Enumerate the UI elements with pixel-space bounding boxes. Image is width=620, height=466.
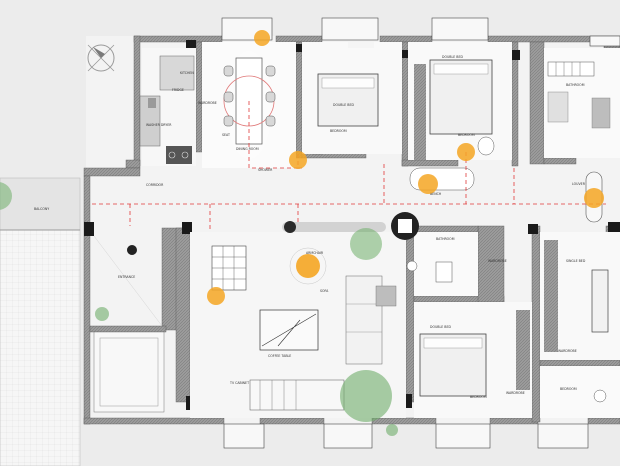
light-icon	[254, 30, 270, 46]
wardrobe-4-label: WARDROBE	[558, 349, 577, 353]
ceiling-fan-icon	[284, 221, 296, 233]
plant-icon	[340, 370, 392, 422]
bathroom-2-label: BATHROOM	[436, 237, 455, 241]
wardrobe-2	[414, 64, 426, 160]
sink	[435, 261, 453, 283]
wardrobe-1-label: WARDROBE	[198, 101, 217, 105]
toilet	[477, 136, 495, 156]
person-icon	[127, 245, 137, 255]
dining-room-label: DINING ROOM	[236, 147, 259, 151]
shelf	[547, 61, 595, 77]
armchair	[375, 285, 397, 307]
bedroom-3: DOUBLE BED BEDROOM WARDROBE	[414, 302, 532, 418]
single-bed	[591, 269, 609, 333]
light-icon	[418, 174, 438, 194]
cooktop	[166, 146, 192, 164]
plant-icon	[386, 424, 398, 436]
compass-icon	[87, 44, 115, 72]
wardrobe-2-label: WARDROBE	[488, 259, 507, 263]
sofa-label: SOFA	[320, 289, 329, 293]
balcony-area: BALCONY	[0, 177, 81, 466]
bedroom-label: BEDROOM	[330, 129, 347, 133]
bedroom-2-label: BEDROOM	[458, 133, 475, 137]
wardrobe-4	[544, 240, 558, 352]
double-bed-label: DOUBLE BED	[333, 103, 354, 107]
bedroom-4-label: BEDROOM	[560, 387, 577, 391]
entrance: ENTRANCE	[93, 235, 165, 413]
armchair-label: ARMCHAIR	[306, 251, 324, 255]
plants	[340, 228, 398, 436]
bathroom-label: BATHROOM	[566, 83, 585, 87]
light-icon	[457, 143, 475, 161]
windows	[221, 17, 620, 449]
plant-icon	[350, 228, 382, 260]
fridge	[159, 55, 195, 91]
light-icon	[207, 287, 225, 305]
bathroom-center: BATHROOM	[391, 212, 478, 296]
fridge-label: FRIDGE	[172, 88, 184, 92]
walls	[83, 35, 620, 425]
balcony-label: BALCONY	[34, 207, 49, 211]
washer-dryer-label: WASHER DRYER	[146, 123, 172, 127]
wardrobe-3	[516, 310, 530, 390]
plant-icon	[0, 182, 12, 210]
bedroom-1: DOUBLE BED BEDROOM	[302, 42, 402, 154]
light-icon	[296, 254, 320, 278]
light-fixtures	[207, 30, 604, 305]
seat-label: SEAT	[222, 133, 230, 137]
sink	[148, 98, 156, 108]
kitchen-label: KITCHEN	[180, 71, 194, 75]
light-icon	[584, 188, 604, 208]
coffee-table-label: COFFEE TABLE	[268, 354, 291, 358]
kitchen: FRIDGE WASHER DRYER KITCHEN	[139, 48, 196, 166]
wardrobe-3-label: WARDROBE	[506, 391, 525, 395]
bedroom-2: DOUBLE BED BEDROOM	[408, 42, 512, 160]
bedroom-4: WARDROBE SINGLE BED BEDROOM	[540, 232, 620, 418]
plant-icon	[95, 307, 109, 321]
double-bed-3-label: DOUBLE BED	[430, 325, 451, 329]
sink-cabinet	[591, 97, 611, 129]
bench-label: BENCH	[430, 192, 442, 196]
counter	[139, 95, 161, 147]
tv-cabinet	[249, 379, 345, 411]
dining-chairs	[223, 65, 276, 127]
corridor-label: CORRIDOR	[146, 183, 164, 187]
louver-label: LOUVER	[572, 182, 586, 186]
tv-cabinet-label: TV CABINET	[229, 381, 249, 385]
bedroom-3-label: BEDROOM	[470, 395, 487, 399]
entrance-label: ENTRANCE	[118, 275, 135, 279]
shower-label: SHOWER	[258, 168, 273, 172]
single-bed-label: SINGLE BED	[566, 259, 586, 263]
double-bed-2-label: DOUBLE BED	[442, 55, 463, 59]
light-icon	[289, 151, 307, 169]
